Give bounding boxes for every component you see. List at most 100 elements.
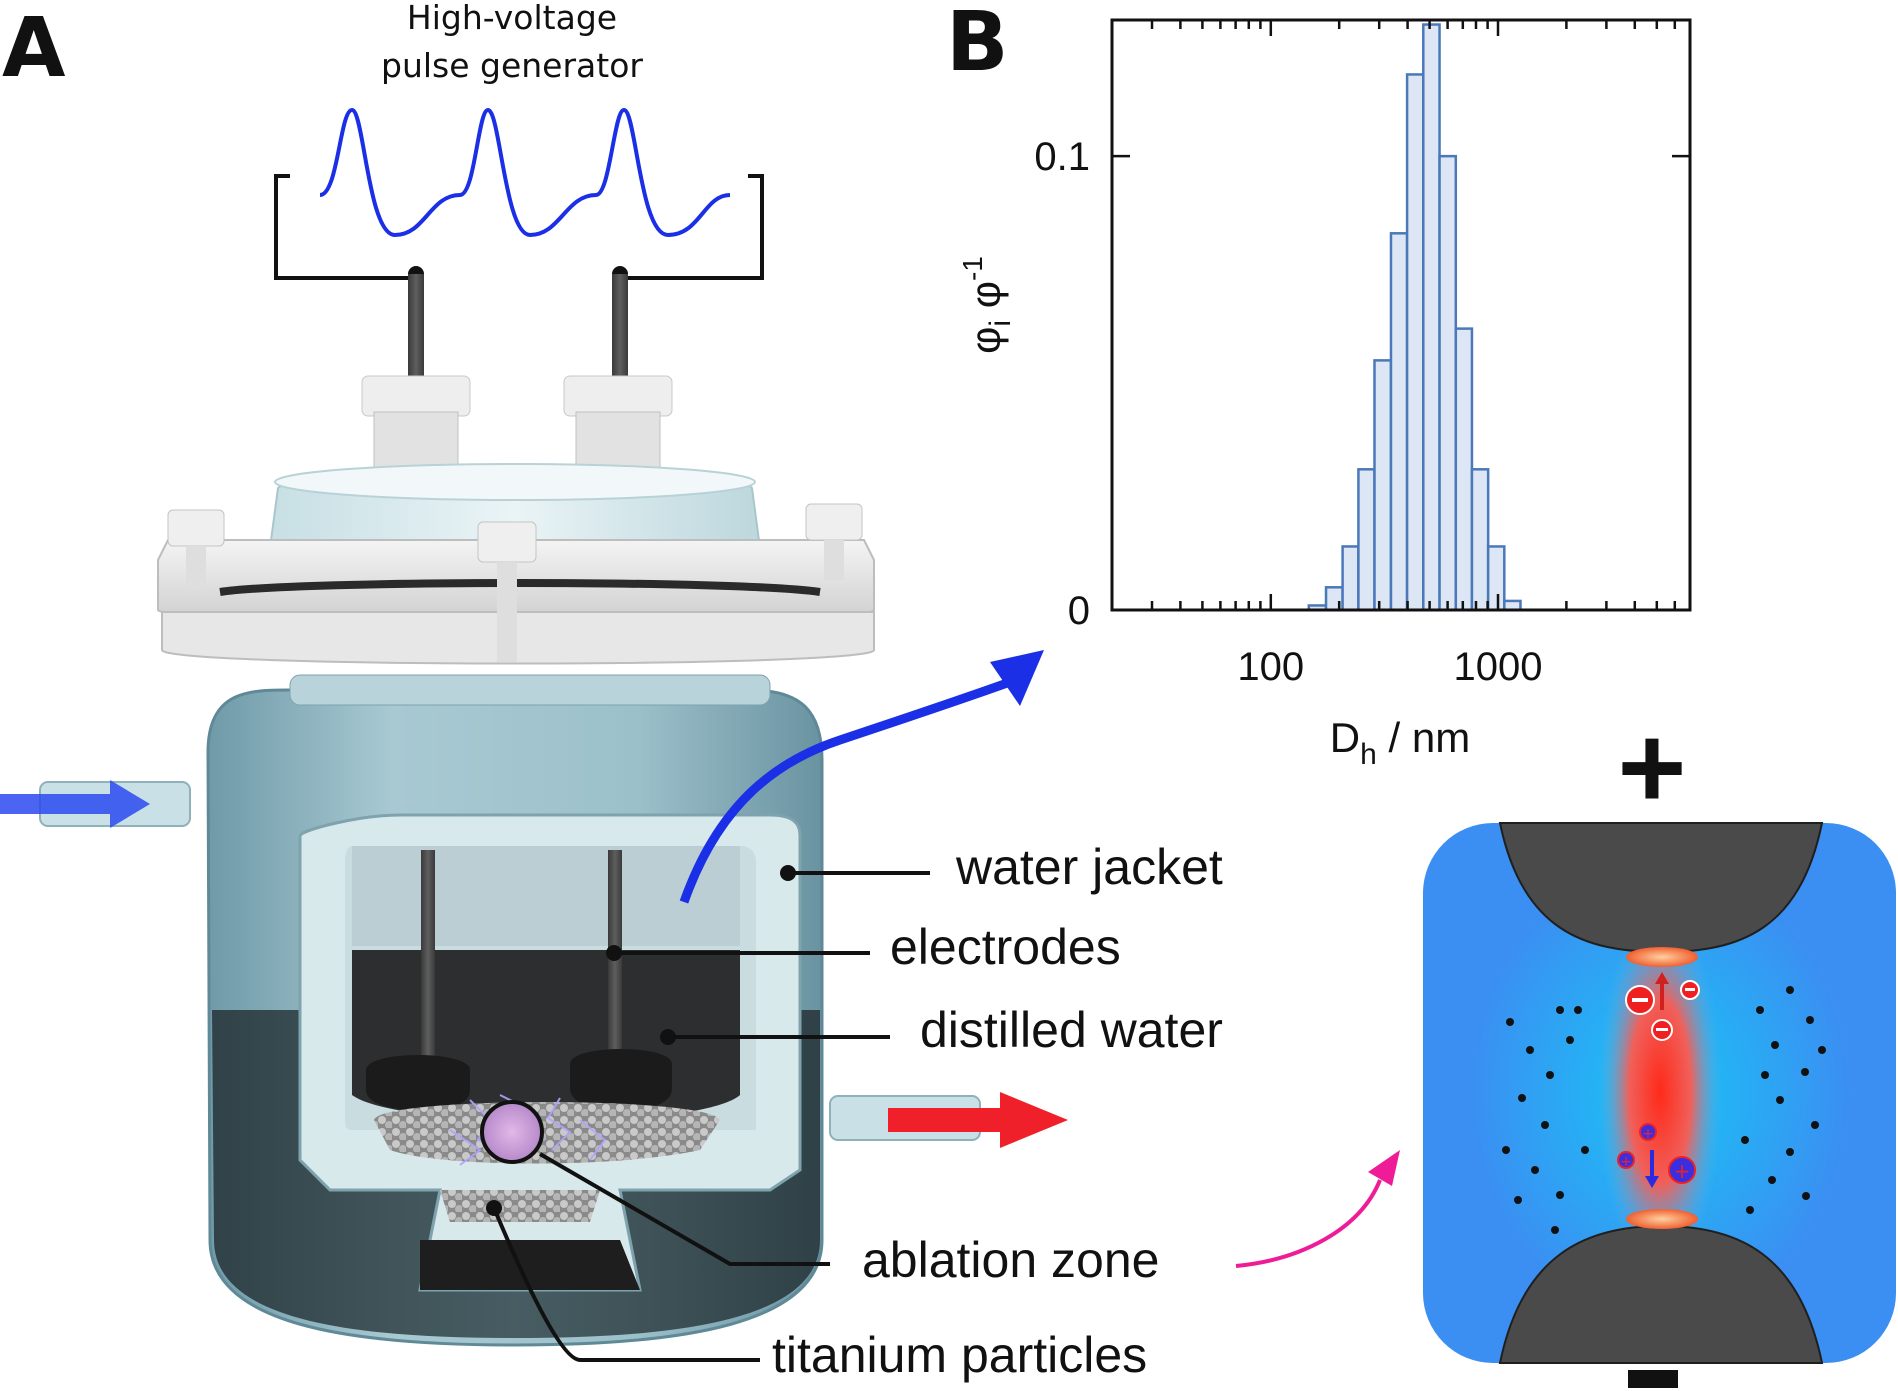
panel-a: A High-voltage pulse generator <box>0 0 1400 1383</box>
electron-arrow-head <box>1655 972 1669 984</box>
histogram-bar <box>1405 73 1425 612</box>
ejected-particle-dot <box>1761 1071 1769 1079</box>
anode-plus-sign: + <box>1618 702 1687 834</box>
ejected-particle-dot <box>1541 1121 1549 1129</box>
ablation-zone-marker <box>480 1100 544 1164</box>
ejected-particle-dot <box>1566 1036 1574 1044</box>
histogram-bar <box>1389 232 1409 612</box>
ejected-particle-dot <box>1806 1016 1814 1024</box>
bolt-left <box>167 509 225 586</box>
ejected-particle-dot <box>1802 1192 1810 1200</box>
histogram-bar <box>1438 154 1458 612</box>
glass-lid-top <box>274 463 756 501</box>
ejected-particle-dot <box>1581 1146 1589 1154</box>
particle-channel <box>440 1190 600 1222</box>
bolt-center <box>477 521 537 662</box>
x-axis-title: Dh / nm <box>1330 714 1470 771</box>
x-axis-title-main: D <box>1330 714 1360 761</box>
ejected-particle-dot <box>1502 1146 1510 1154</box>
ejected-particle-dot <box>1551 1226 1559 1234</box>
cathode-hot-spot <box>1626 1209 1698 1229</box>
electrode-rod-top-left <box>408 274 424 384</box>
label-water-jacket: water jacket <box>955 839 1223 895</box>
label-distilled-water: distilled water <box>920 1002 1223 1058</box>
ejected-particle-dot <box>1771 1041 1779 1049</box>
svg-text:+: + <box>1620 1154 1632 1170</box>
ejected-particle-dot <box>1531 1166 1539 1174</box>
ion: + <box>1639 1123 1657 1142</box>
y-tick-labels: 00.1 <box>1034 135 1090 633</box>
ejected-particle-dot <box>1786 1148 1794 1156</box>
leader-dot-electrodes <box>606 945 622 961</box>
clamp-plate-lower <box>161 611 875 665</box>
ion-arrow-head <box>1645 1176 1659 1188</box>
vessel-base-dark <box>420 1240 640 1290</box>
ejected-particle-dot <box>1801 1068 1809 1076</box>
gasket-ring <box>219 579 821 596</box>
histogram-bars <box>1307 23 1522 612</box>
cathode-minus-sign <box>1628 1370 1678 1388</box>
panel-a-letter: A <box>2 1 66 96</box>
label-titanium-particles: titanium particles <box>772 1327 1147 1383</box>
ejected-particle-dot <box>1526 1046 1534 1054</box>
arrow-to-size-distribution <box>679 677 1012 904</box>
lid-plug-right <box>563 375 673 473</box>
ejected-particle-dot <box>1786 986 1794 994</box>
electrode-rod-inner-left <box>421 850 435 1070</box>
y-tick-label: 0.1 <box>1034 135 1090 179</box>
x-axis-title-unit: / nm <box>1377 714 1470 761</box>
svg-text:+: + <box>1674 1159 1691 1183</box>
leader-dot-distilled-water <box>660 1029 676 1045</box>
label-ablation-zone: ablation zone <box>862 1232 1159 1288</box>
ejected-particle-dot <box>1768 1176 1776 1184</box>
histogram-bar <box>1341 545 1360 612</box>
generator-bracket-right <box>618 174 764 290</box>
ejected-particle-dot <box>1518 1094 1526 1102</box>
ejected-particle-dot <box>1818 1046 1826 1054</box>
y-axis-title-main: φ <box>962 327 1009 354</box>
ejected-particle-dot <box>1556 1191 1564 1199</box>
x-tick-label: 1000 <box>1454 645 1543 689</box>
label-electrodes: electrodes <box>890 919 1121 975</box>
discharge-inset: + + + + <box>1423 702 1896 1388</box>
x-tick-labels: 100 1000 <box>1237 645 1542 689</box>
histogram-bar <box>1422 23 1441 612</box>
ejected-particle-dot <box>1741 1136 1749 1144</box>
ejected-particles <box>1502 986 1826 1234</box>
x-tick-label: 100 <box>1237 645 1304 689</box>
histogram-bar <box>1373 359 1393 612</box>
ejected-particle-dot <box>1556 1006 1564 1014</box>
y-axis-title-sup: -1 <box>957 256 988 281</box>
outlet-arrow <box>888 1092 1068 1148</box>
electrode-tip-left <box>366 1055 470 1110</box>
vessel-neck <box>289 674 771 706</box>
ejected-particle-dot <box>1811 1121 1819 1129</box>
arrow-to-inset-head <box>1368 1150 1400 1186</box>
lid-plug-left <box>361 375 471 473</box>
y-axis-title-sub: i <box>984 320 1017 327</box>
bolt-right <box>805 503 863 580</box>
generator-label-line2: pulse generator <box>381 46 643 85</box>
ion: + <box>1617 1151 1635 1170</box>
histogram-bar <box>1470 468 1490 612</box>
ejected-particle-dot <box>1546 1071 1554 1079</box>
electrode-rod-top-right <box>612 274 628 384</box>
svg-text:+: + <box>1642 1126 1654 1142</box>
histogram-bar <box>1454 327 1474 612</box>
ejected-particle-dot <box>1746 1206 1754 1214</box>
electrode-tip-right <box>570 1049 672 1110</box>
anode-hot-spot <box>1626 947 1698 967</box>
y-axis-title: φi φ-1 <box>957 256 1017 354</box>
arrow-to-size-distribution-head <box>990 650 1044 706</box>
plot-frame <box>1110 18 1692 612</box>
pulse-waveform <box>319 107 731 238</box>
x-axis-title-sub: h <box>1360 738 1377 771</box>
histogram-bar <box>1486 545 1506 612</box>
ejected-particle-dot <box>1514 1196 1522 1204</box>
ejected-particle-dot <box>1506 1018 1514 1026</box>
ejected-particle-dot <box>1574 1006 1582 1014</box>
arrow-to-inset <box>1235 1179 1382 1268</box>
